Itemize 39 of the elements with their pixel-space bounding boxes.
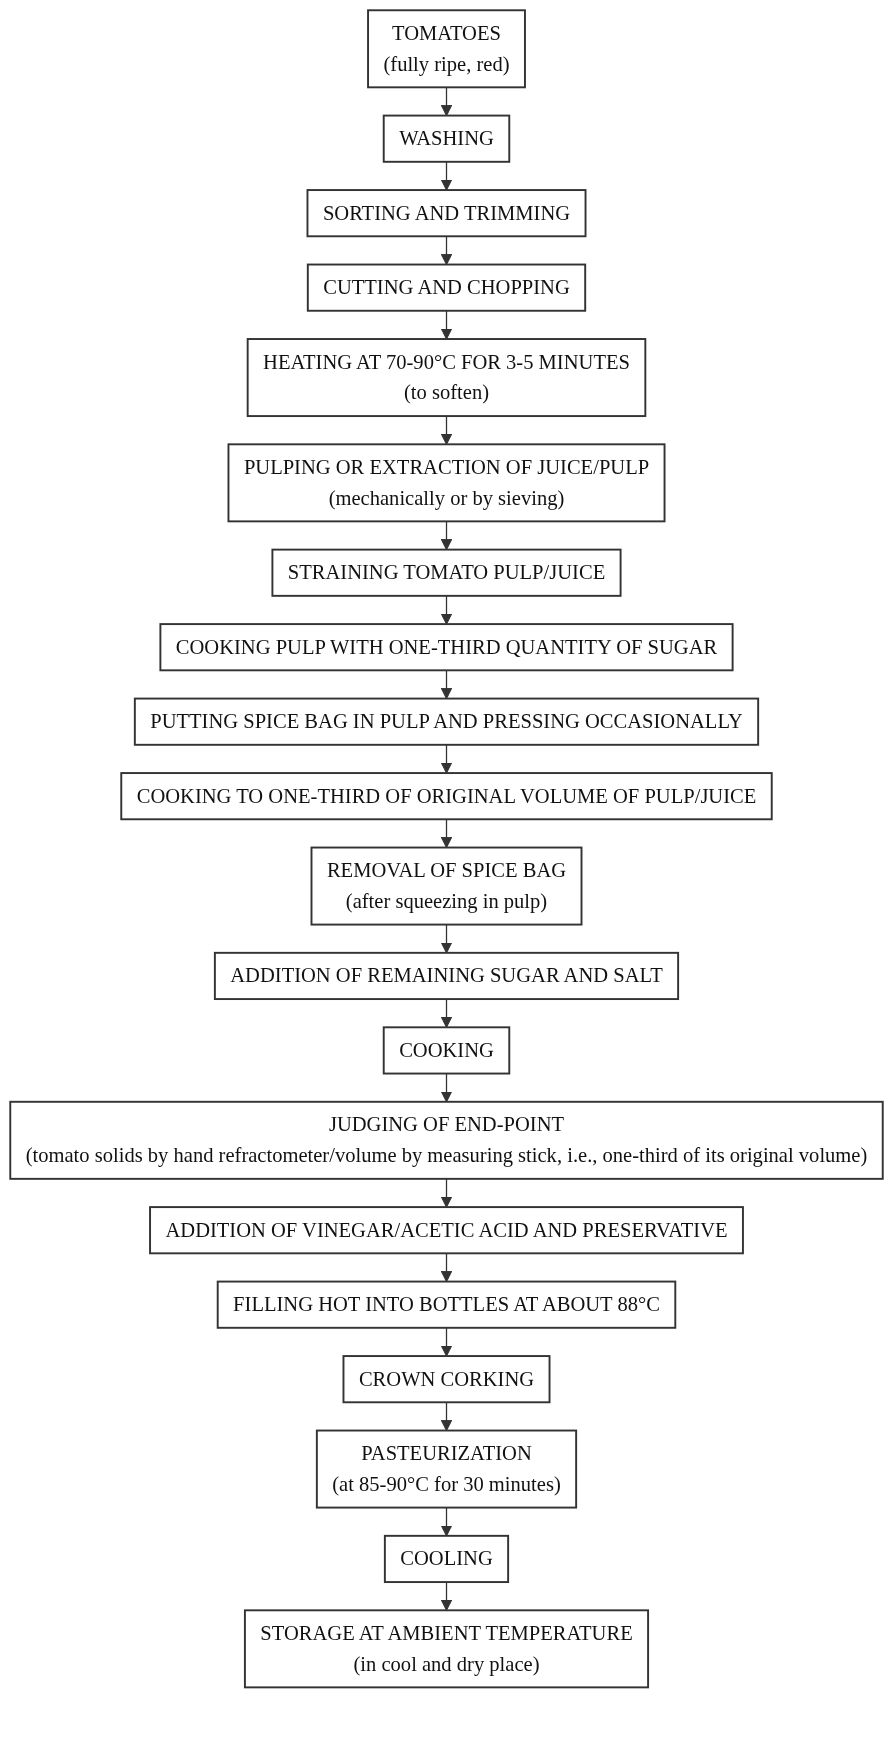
- arrow: [440, 1506, 453, 1537]
- node-box: ADDITION OF VINEGAR/ACETIC ACID AND PRESERVATIVE: [149, 1206, 744, 1255]
- node-box: CUTTING AND CHOPPING: [306, 263, 587, 312]
- arrow: [440, 1401, 453, 1432]
- node-box: COOKING: [382, 1026, 511, 1075]
- arrow: [440, 818, 453, 849]
- arrow: [440, 744, 453, 774]
- node-box: JUDGING OF END-POINT (tomato solids by hand refractometer/volume by measuring stick, i.e., one-third of its original volume): [9, 1100, 884, 1180]
- node-box: PASTEURIZATION (at 85-90°C for 30 minutes): [315, 1429, 578, 1509]
- arrow: [440, 86, 453, 117]
- arrow: [440, 310, 453, 340]
- arrow: [440, 520, 453, 551]
- arrow: [440, 595, 453, 625]
- arrow: [440, 1072, 453, 1103]
- node-box: FILLING HOT INTO BOTTLES AT ABOUT 88°C: [216, 1280, 677, 1329]
- node-box: WASHING: [382, 114, 511, 163]
- arrow: [440, 235, 453, 266]
- node-box: STORAGE AT AMBIENT TEMPERATURE (in cool and dry place): [243, 1609, 650, 1689]
- arrow: [440, 998, 453, 1028]
- node-box: COOLING: [383, 1534, 510, 1584]
- node-box: REMOVAL OF SPICE BAG (after squeezing in pulp): [310, 846, 583, 926]
- node-box: TOMATOES (fully ripe, red): [367, 9, 526, 89]
- arrow: [440, 1178, 453, 1208]
- arrow: [440, 669, 453, 700]
- arrow: [440, 415, 453, 445]
- arrow: [440, 1581, 453, 1611]
- node-box: STRAINING TOMATO PULP/JUICE: [271, 548, 622, 597]
- arrow: [440, 1252, 453, 1283]
- node-box: PUTTING SPICE BAG IN PULP AND PRESSING OCCASIONALLY: [133, 697, 760, 746]
- node-box: COOKING TO ONE-THIRD OF ORIGINAL VOLUME OF PULP/JUICE: [120, 772, 773, 821]
- node-box: HEATING AT 70-90°C FOR 3-5 MINUTES (to soften): [246, 338, 647, 418]
- node-box: PULPING OR EXTRACTION OF JUICE/PULP (mechanically or by sieving): [227, 443, 666, 523]
- arrow: [440, 1327, 453, 1357]
- arrow: [440, 161, 453, 191]
- arrow: [440, 923, 453, 954]
- node-box: ADDITION OF REMAINING SUGAR AND SALT: [213, 951, 680, 1001]
- node-box: CROWN CORKING: [342, 1355, 551, 1404]
- node-box: COOKING PULP WITH ONE-THIRD QUANTITY OF SUGAR: [159, 623, 734, 672]
- node-box: SORTING AND TRIMMING: [306, 189, 587, 238]
